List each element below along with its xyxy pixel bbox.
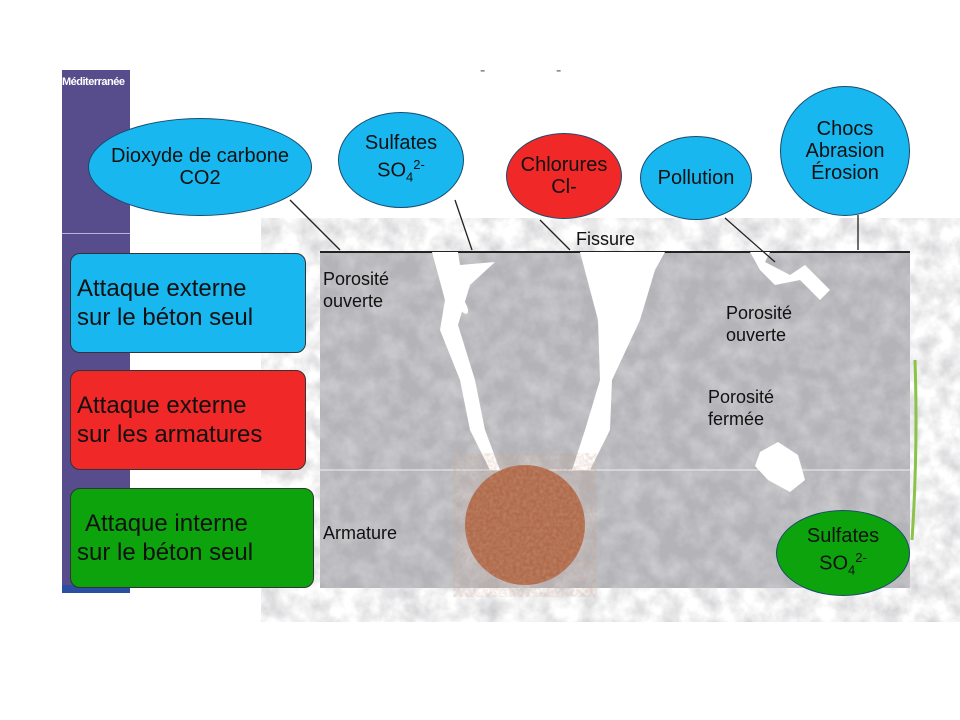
closed-pore <box>755 442 805 492</box>
label-porosite-fermee: Porosité fermée <box>708 387 775 429</box>
label-armature: Armature <box>323 523 398 543</box>
crack-sulfates <box>432 252 500 470</box>
footer-logo <box>62 585 130 593</box>
arrow <box>724 217 776 263</box>
label-porosite-ouverte: Porosité ouverte <box>323 269 390 311</box>
label-fissure: Fissure <box>576 229 636 249</box>
crack-fissure <box>572 252 665 470</box>
arrow <box>454 199 473 251</box>
pore <box>455 296 469 314</box>
open-pore-surface <box>750 252 830 300</box>
arrow <box>289 199 341 251</box>
header-mark: - <box>480 62 486 79</box>
label-porosite-ouverte: Porosité ouverte <box>726 303 793 345</box>
agent-pollution: Pollution <box>640 136 752 220</box>
header-mark: - <box>556 62 562 79</box>
arrow <box>539 219 571 251</box>
logo: Méditerranée <box>62 76 125 88</box>
